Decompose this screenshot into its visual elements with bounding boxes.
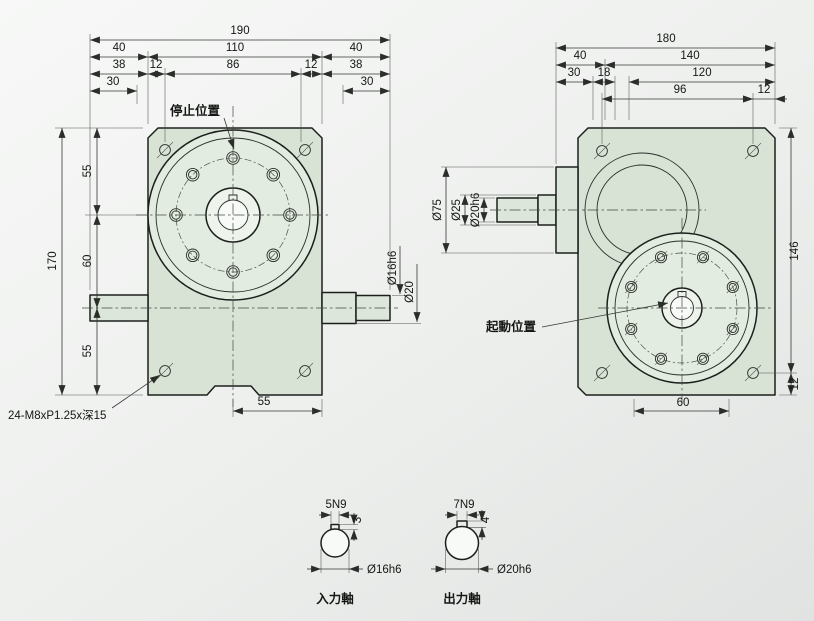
dim-side-146: 146 xyxy=(789,241,801,260)
detail-input-keyway-depth: 3 xyxy=(352,517,364,523)
input-keyway xyxy=(330,523,340,530)
dim-front-bottom-55: 55 xyxy=(258,396,271,408)
dim-side-boss-dia: Ø75 xyxy=(432,199,444,221)
front-dimensions: 190 40 110 40 38 12 86 12 38 30 30 55 60… xyxy=(8,25,421,422)
dim-front-30-right: 30 xyxy=(361,76,374,88)
side-view: 180 40 140 30 18 120 96 12 Ø75 Ø25 Ø20h6… xyxy=(432,33,801,417)
dim-side-30: 30 xyxy=(568,67,581,79)
dim-side-12-bottom: 12 xyxy=(789,378,801,391)
label-stop-position: 停止位置 xyxy=(170,103,221,118)
output-shaft-section xyxy=(444,525,480,561)
input-dim-lines xyxy=(307,511,363,573)
dim-front-40-left: 40 xyxy=(113,42,126,54)
detail-output-keyway-depth: 4 xyxy=(480,516,492,523)
dim-side-overall-width: 180 xyxy=(656,33,675,45)
dim-side-120: 120 xyxy=(692,67,711,79)
dim-front-12-right: 12 xyxy=(305,59,318,71)
dim-side-12-top: 12 xyxy=(758,84,771,96)
dim-front-38-right: 38 xyxy=(350,59,363,71)
side-centerlines xyxy=(490,209,772,404)
input-shaft-detail: 5N9 3 Ø16h6 入力軸 xyxy=(307,499,402,606)
detail-output-keyway: 7N9 xyxy=(453,499,474,511)
dim-front-55-bottom: 55 xyxy=(82,345,94,358)
output-keyway xyxy=(456,520,468,528)
dim-front-30-left: 30 xyxy=(107,76,120,88)
side-dim-lines xyxy=(442,44,795,415)
detail-input-keyway: 5N9 xyxy=(325,499,346,511)
output-shaft-detail: 7N9 4 Ø20h6 出力軸 xyxy=(431,499,532,606)
dim-front-170: 170 xyxy=(47,251,59,270)
front-dim-lines xyxy=(58,36,421,415)
output-dim-lines xyxy=(431,510,493,573)
dim-front-shaft-dia-end: Ø16h6 xyxy=(387,251,399,286)
detail-input-title: 入力軸 xyxy=(316,591,354,606)
front-centerlines xyxy=(82,106,398,407)
detail-input-diameter: Ø16h6 xyxy=(367,564,402,576)
dim-front-86: 86 xyxy=(227,59,240,71)
front-view: 190 40 110 40 38 12 86 12 38 30 30 55 60… xyxy=(8,25,421,422)
dim-front-40-right: 40 xyxy=(350,42,363,54)
detail-output-title: 出力軸 xyxy=(443,591,481,606)
label-tapped-holes: 24-M8xP1.25x深15 xyxy=(8,408,106,422)
dim-side-step-dia: Ø25 xyxy=(451,199,463,221)
detail-output-diameter: Ø20h6 xyxy=(497,564,532,576)
dim-front-overall-width: 190 xyxy=(230,25,249,37)
side-dimensions: 180 40 140 30 18 120 96 12 Ø75 Ø25 Ø20h6… xyxy=(432,33,801,417)
dim-front-60: 60 xyxy=(82,255,94,268)
dim-front-shaft-dia: Ø20 xyxy=(404,281,416,303)
dim-side-shaft-dia: Ø20h6 xyxy=(470,193,482,228)
dim-side-140: 140 xyxy=(680,50,699,62)
dim-side-60: 60 xyxy=(677,397,690,409)
input-shaft-section xyxy=(320,528,350,558)
dim-front-38-left: 38 xyxy=(113,59,126,71)
label-start-position: 起動位置 xyxy=(485,319,537,334)
dim-side-18: 18 xyxy=(598,67,611,79)
dim-front-12-left: 12 xyxy=(150,59,163,71)
dim-side-40: 40 xyxy=(574,50,587,62)
dim-front-110: 110 xyxy=(226,42,244,54)
dim-side-96: 96 xyxy=(674,84,687,96)
front-left-shaft xyxy=(89,294,149,322)
dim-front-55-top: 55 xyxy=(82,165,94,178)
